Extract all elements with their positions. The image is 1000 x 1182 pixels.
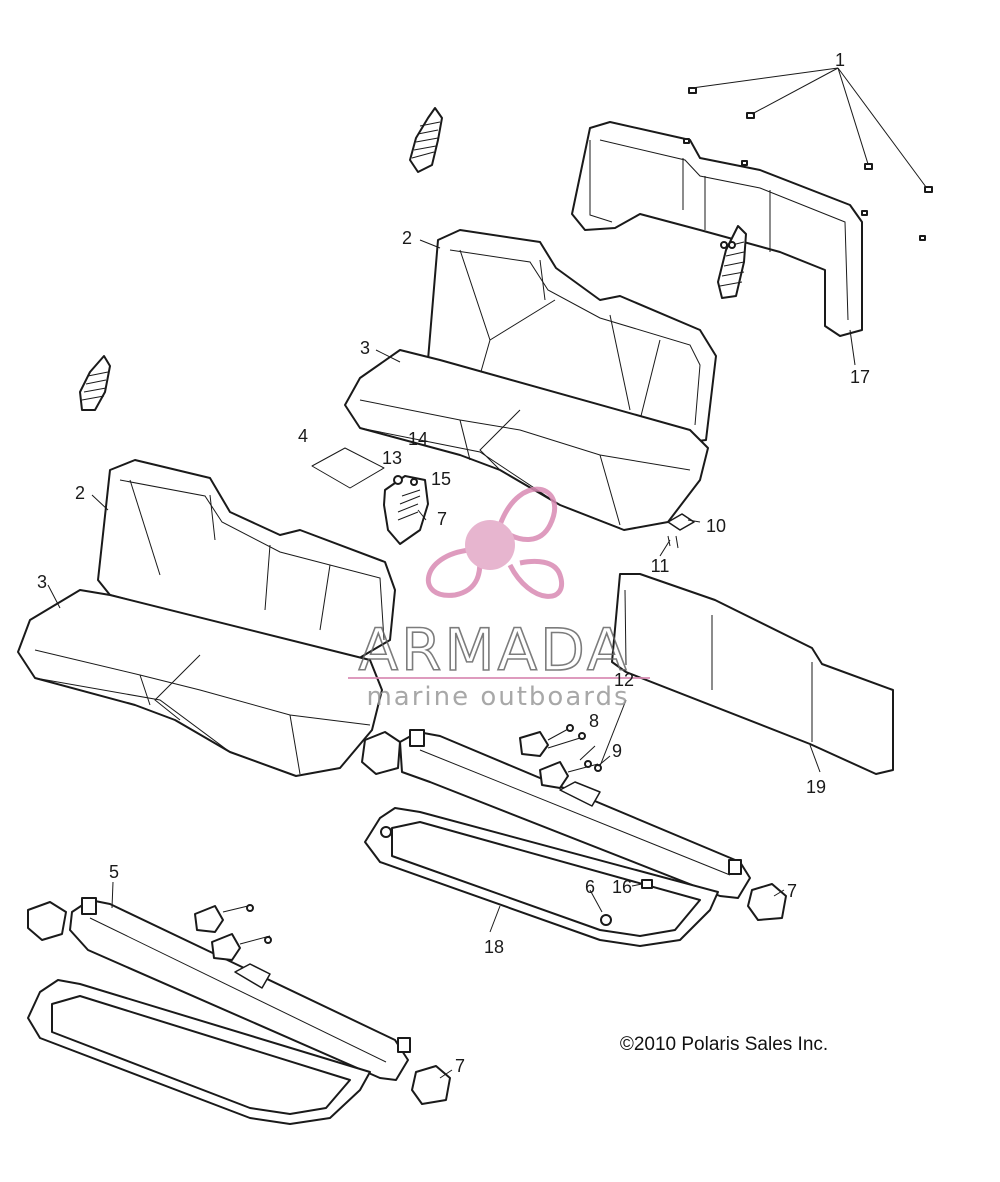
seat-base-frame-left: [27, 979, 371, 1125]
spring-shock-left: [79, 355, 111, 411]
hinge-buckle-upper: [519, 724, 586, 757]
latch-assembly-right: [361, 731, 787, 921]
callout-9: 9: [612, 741, 622, 761]
callout-2-upper: 2: [402, 228, 412, 248]
hinge-buckle-left: [194, 904, 272, 961]
callout-11: 11: [651, 556, 670, 576]
callout-7-center: 7: [437, 509, 447, 529]
callout-19: 19: [806, 777, 826, 797]
callout-5: 5: [109, 862, 119, 882]
seat-base-frame-right: [364, 807, 719, 947]
callout-2-lower: 2: [75, 483, 85, 503]
upper-seat-cushion: [344, 349, 709, 531]
seat-frame-left: [69, 897, 411, 1081]
latch-assembly-left: [27, 901, 451, 1105]
callout-16: 16: [612, 877, 632, 897]
callout-labels: 1 2 3 4 13 14 15 7 2 3 17 10 11 12 8 9 1…: [37, 50, 870, 1076]
nut-fasteners-right: [380, 826, 653, 926]
leader-lines: [47, 67, 927, 1079]
armada-watermark: ARMADA marine outboards: [348, 486, 650, 712]
watermark-subtitle: marine outboards: [366, 682, 629, 712]
propeller-logo: [425, 486, 565, 599]
callout-6: 6: [585, 877, 595, 897]
screw-set: [683, 87, 933, 241]
callout-7-right: 7: [787, 881, 797, 901]
callout-14: 14: [408, 429, 428, 449]
callout-7-left: 7: [455, 1056, 465, 1076]
watermark-title: ARMADA: [358, 616, 629, 684]
callout-1: 1: [835, 50, 845, 70]
callout-18: 18: [484, 937, 504, 957]
callout-12: 12: [614, 670, 634, 690]
callout-3-upper: 3: [360, 338, 370, 358]
callout-17: 17: [850, 367, 870, 387]
spring-shock-upper-left: [409, 107, 443, 173]
callout-8: 8: [589, 711, 599, 731]
rear-backrest-panel: [571, 121, 863, 337]
latch-bracket: [667, 513, 695, 549]
callout-13: 13: [382, 448, 402, 468]
warning-label-sheet: [311, 447, 385, 489]
storage-panel: [611, 573, 894, 775]
seat-frame-right: [399, 729, 751, 899]
copyright-notice: ©2010 Polaris Sales Inc.: [620, 1034, 828, 1055]
callout-4: 4: [298, 426, 308, 446]
spring-shock-center: [383, 475, 429, 545]
hinge-buckle-lower: [539, 760, 602, 789]
callout-15: 15: [431, 469, 451, 489]
spring-shock-rear: [717, 225, 747, 299]
callout-10: 10: [706, 516, 726, 536]
lower-seat-cushion: [17, 589, 383, 777]
callout-3-lower: 3: [37, 572, 47, 592]
